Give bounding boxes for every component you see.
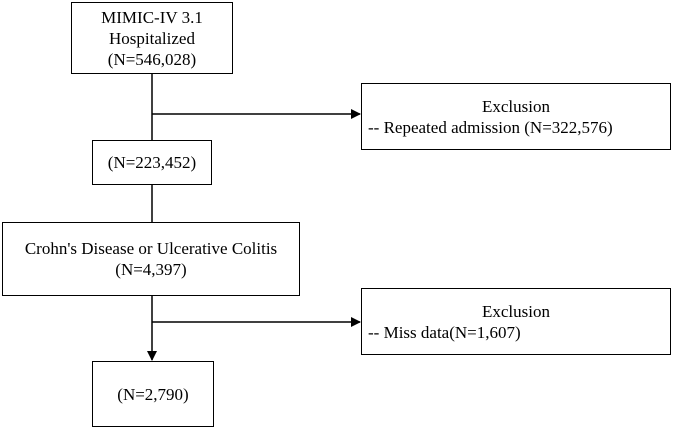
source-line-1: MIMIC-IV 3.1 [101,7,203,27]
source-line-3: (N=546,028) [107,49,197,69]
source-line-2: Hospitalized [109,28,195,48]
exclusion-1-detail: -- Repeated admission (N=322,576) [368,117,613,137]
source-cohort-box: MIMIC-IV 3.1 Hospitalized (N=546,028) [71,2,233,74]
exclusion-1-title: Exclusion [482,96,550,116]
exclusion-box-2: Exclusion -- Miss data(N=1,607) [361,288,671,355]
step2-line-1: Crohn's Disease or Ulcerative Colitis [24,239,278,258]
final-cohort-box: (N=2,790) [92,361,214,427]
after-repeat-exclusion-box: (N=223,452) [92,140,212,185]
exclusion-2-detail: -- Miss data(N=1,607) [368,322,521,342]
exclusion-box-1: Exclusion -- Repeated admission (N=322,5… [361,83,671,150]
step2-line-2: (N=4,397) [115,260,187,279]
final-count: (N=2,790) [117,384,189,404]
exclusion-2-title: Exclusion [482,301,550,321]
step1-count: (N=223,452) [107,153,197,172]
ibd-cohort-box: Crohn's Disease or Ulcerative Colitis (N… [2,222,300,296]
